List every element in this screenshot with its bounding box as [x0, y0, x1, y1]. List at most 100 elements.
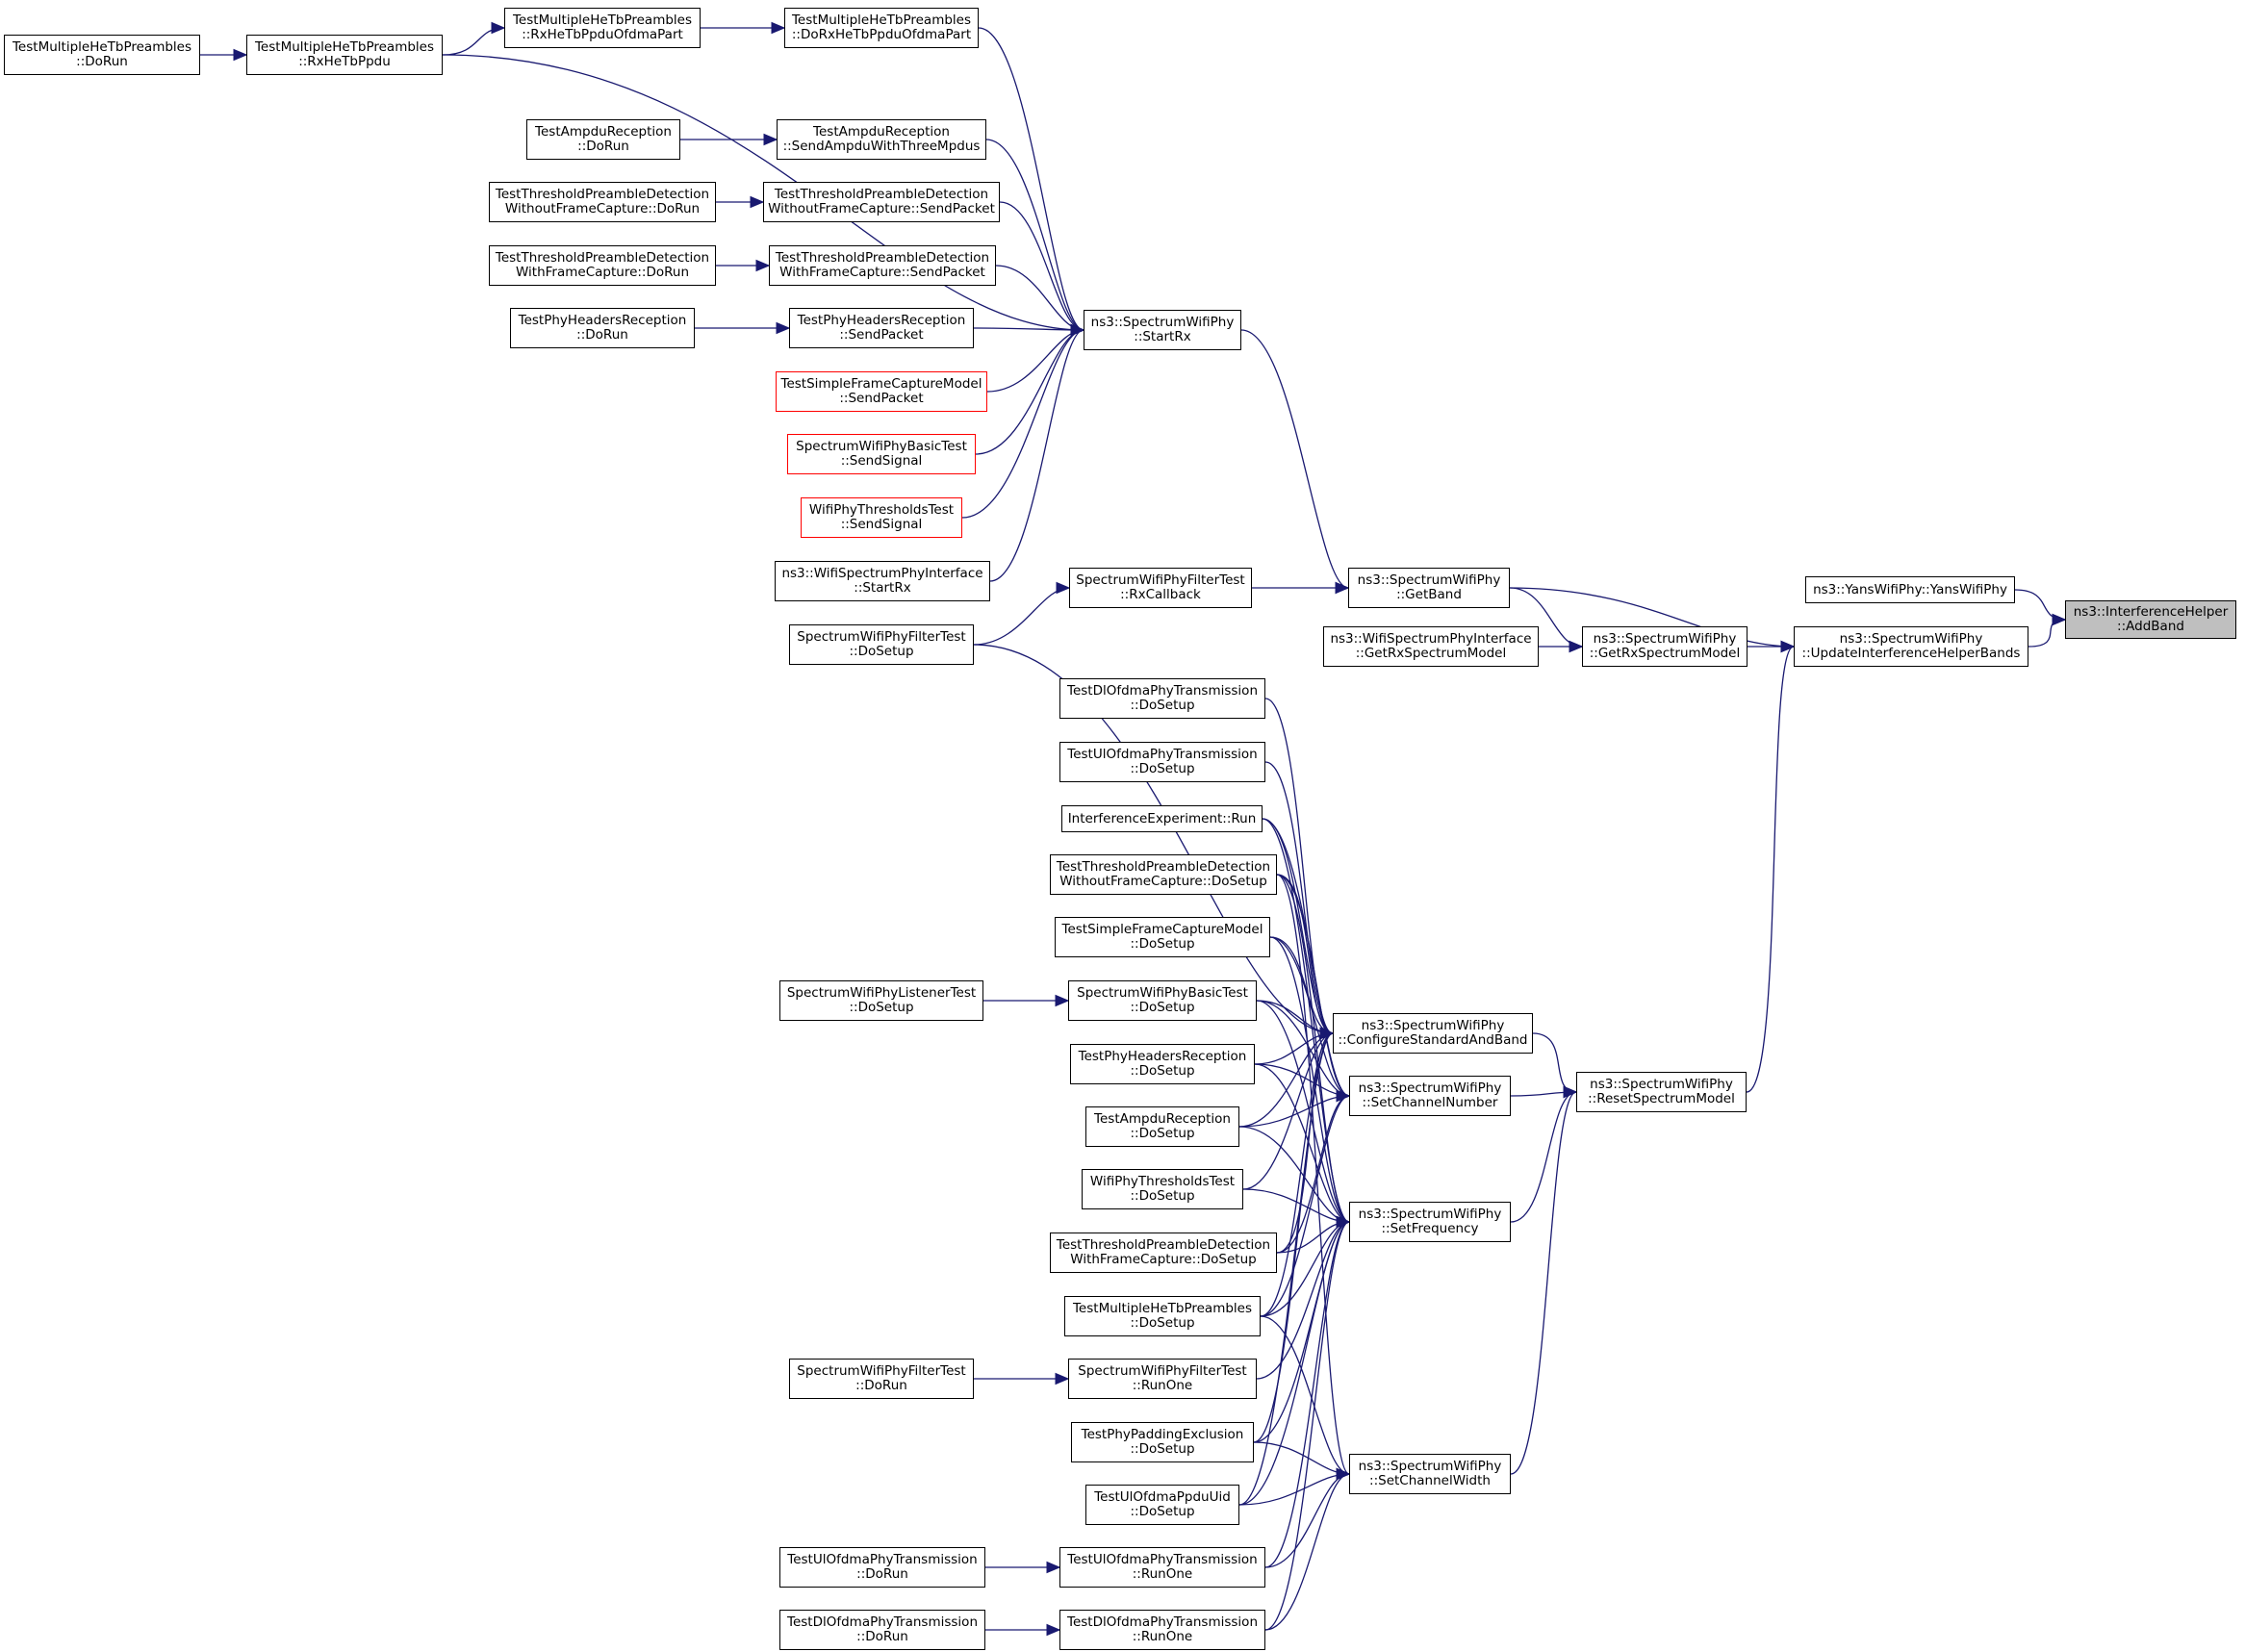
node-label-line: ::DoSetup: [849, 644, 914, 659]
node-label-line: ::RunOne: [1132, 1629, 1193, 1644]
node-setchnum[interactable]: ns3::SpectrumWifiPhy::SetChannelNumber: [1349, 1076, 1511, 1116]
node-sfcsend[interactable]: TestSimpleFrameCaptureModel::SendPacket: [776, 371, 987, 412]
node-label-line: WifiPhyThresholdsTest: [808, 502, 955, 518]
node-label-line: ns3::YansWifiPhy::YansWifiPhy: [1813, 581, 2007, 597]
edge-arrowhead: [233, 48, 248, 62]
node-label-line: ::SendSignal: [840, 453, 923, 469]
node-label-line: TestMultipleHeTbPreambles: [254, 39, 435, 55]
node-label-line: ::DoSetup: [1130, 1441, 1195, 1457]
node-basicsend[interactable]: SpectrumWifiPhyBasicTest::SendSignal: [787, 434, 976, 474]
node-getrxsm[interactable]: ns3::SpectrumWifiPhy::GetRxSpectrumModel: [1582, 626, 1748, 667]
node-resetsm[interactable]: ns3::SpectrumWifiPhy::ResetSpectrumModel: [1576, 1072, 1747, 1112]
edge-setfreq-to-resetsm: [1510, 1091, 1577, 1223]
edge-arrowhead: [2052, 613, 2067, 626]
node-label-line: TestPhyHeadersReception: [797, 313, 966, 328]
node-hdrsend[interactable]: TestPhyHeadersReception::SendPacket: [789, 308, 974, 348]
edge-arrowhead: [771, 21, 786, 35]
node-thrds[interactable]: WifiPhyThresholdsTest::DoSetup: [1082, 1169, 1243, 1209]
node-rxcb[interactable]: SpectrumWifiPhyFilterTest::RxCallback: [1069, 568, 1252, 608]
node-ulofdmarunone[interactable]: TestUlOfdmaPhyTransmission::RunOne: [1059, 1547, 1265, 1588]
node-dlofdmarunone[interactable]: TestDlOfdmaPhyTransmission::RunOne: [1059, 1610, 1265, 1650]
edge-tpwods-to-setfreq: [1276, 874, 1350, 1223]
node-filterdosetup[interactable]: SpectrumWifiPhyFilterTest::DoSetup: [789, 624, 974, 665]
node-ulpuidds[interactable]: TestUlOfdmaPpduUid::DoSetup: [1085, 1485, 1239, 1525]
node-sfcds[interactable]: TestSimpleFrameCaptureModel::DoSetup: [1055, 917, 1270, 957]
node-label-line: WithoutFrameCapture::DoRun: [504, 201, 701, 216]
node-label-line: TestUlOfdmaPhyTransmission: [1067, 1552, 1258, 1567]
node-label-line: ::RunOne: [1132, 1566, 1193, 1582]
node-ampduds[interactable]: TestAmpduReception::DoSetup: [1085, 1106, 1239, 1147]
node-label-line: ::StartRx: [854, 580, 911, 596]
node-label-line: TestThresholdPreambleDetection: [1056, 859, 1271, 875]
node-confstd[interactable]: ns3::SpectrumWifiPhy::ConfigureStandardA…: [1333, 1013, 1533, 1054]
edge-arrowhead: [1336, 1467, 1351, 1481]
node-setchw[interactable]: ns3::SpectrumWifiPhy::SetChannelWidth: [1349, 1454, 1511, 1494]
node-dlofdmadorun[interactable]: TestDlOfdmaPhyTransmission::DoRun: [779, 1610, 985, 1650]
node-setfreq[interactable]: ns3::SpectrumWifiPhy::SetFrequency: [1349, 1202, 1511, 1242]
edge-arrowhead: [1780, 640, 1796, 653]
node-label-line: ::GetBand: [1396, 587, 1462, 602]
node-label-line: ::SendPacket: [839, 391, 924, 406]
node-label-line: ::DoRun: [576, 327, 628, 343]
node-startrx[interactable]: ns3::SpectrumWifiPhy::StartRx: [1084, 310, 1241, 350]
node-listenerds[interactable]: SpectrumWifiPhyListenerTest::DoSetup: [779, 980, 983, 1021]
node-ierun[interactable]: InterferenceExperiment::Run: [1061, 805, 1263, 832]
edge-arrowhead: [1070, 323, 1085, 337]
node-ulofdmads[interactable]: TestUlOfdmaPhyTransmission::DoSetup: [1059, 742, 1265, 782]
node-ulofdmadorun[interactable]: TestUlOfdmaPhyTransmission::DoRun: [779, 1547, 985, 1588]
edge-setchw-to-resetsm: [1510, 1091, 1577, 1475]
node-thrsend[interactable]: WifiPhyThresholdsTest::SendSignal: [801, 497, 962, 538]
edge-arrowhead: [1056, 581, 1071, 595]
node-label-line: ::DoSetup: [1130, 761, 1195, 776]
node-yans[interactable]: ns3::YansWifiPhy::YansWifiPhy: [1805, 576, 2015, 603]
node-label-line: ::SendAmpduWithThreeMpdus: [782, 139, 981, 154]
node-label-line: ::UpdateInterferenceHelperBands: [1801, 646, 2021, 661]
edge-basicds-to-setfreq: [1256, 1000, 1350, 1223]
edge-thrds-to-confstd: [1242, 1032, 1334, 1190]
node-label-line: TestDlOfdmaPhyTransmission: [1067, 683, 1258, 699]
node-dlofdmads[interactable]: TestDlOfdmaPhyTransmission::DoSetup: [1059, 678, 1265, 719]
node-mhrxofdma[interactable]: TestMultipleHeTbPreambles::RxHeTbPpduOfd…: [504, 8, 701, 48]
node-label-line: ns3::WifiSpectrumPhyInterface: [1330, 631, 1532, 647]
node-ampdudorun[interactable]: TestAmpduReception::DoRun: [526, 119, 680, 160]
edge-mhds-to-confstd: [1260, 1032, 1334, 1317]
node-label-line: SpectrumWifiPhyBasicTest: [796, 439, 967, 454]
node-updbands[interactable]: ns3::SpectrumWifiPhy::UpdateInterference…: [1794, 626, 2028, 667]
node-getband[interactable]: ns3::SpectrumWifiPhy::GetBand: [1348, 568, 1510, 608]
edge-ulpuidds-to-setchw: [1238, 1473, 1350, 1506]
node-addband[interactable]: ns3::InterferenceHelper::AddBand: [2065, 600, 2236, 639]
node-wspigetrx[interactable]: ns3::WifiSpectrumPhyInterface::GetRxSpec…: [1323, 626, 1539, 667]
node-hdrds[interactable]: TestPhyHeadersReception::DoSetup: [1070, 1044, 1255, 1084]
node-label-line: ::DoSetup: [1130, 936, 1195, 952]
node-ampdusend[interactable]: TestAmpduReception::SendAmpduWithThreeMp…: [777, 119, 986, 160]
edge-arrowhead: [1055, 1372, 1070, 1385]
node-label-line: TestThresholdPreambleDetection: [1056, 1237, 1271, 1253]
node-label-line: ::DoRun: [856, 1629, 908, 1644]
node-label-line: TestThresholdPreambleDetection: [774, 187, 989, 202]
node-mhdorun[interactable]: TestMultipleHeTbPreambles::DoRun: [4, 35, 200, 75]
edge-getband-to-updbands: [1509, 587, 1795, 648]
node-mhrxhetb[interactable]: TestMultipleHeTbPreambles::RxHeTbPpdu: [246, 35, 443, 75]
node-wspistartrx[interactable]: ns3::WifiSpectrumPhyInterface::StartRx: [775, 561, 990, 601]
node-mhdorxofdma[interactable]: TestMultipleHeTbPreambles::DoRxHeTbPpduO…: [784, 8, 979, 48]
node-padds[interactable]: TestPhyPaddingExclusion::DoSetup: [1071, 1422, 1254, 1462]
node-label-line: InterferenceExperiment::Run: [1067, 810, 1257, 826]
node-filterdorun[interactable]: SpectrumWifiPhyFilterTest::DoRun: [789, 1359, 974, 1399]
node-mhds[interactable]: TestMultipleHeTbPreambles::DoSetup: [1064, 1296, 1261, 1336]
node-filterrunone[interactable]: SpectrumWifiPhyFilterTest::RunOne: [1068, 1359, 1257, 1399]
node-label-line: ::DoSetup: [1130, 1188, 1195, 1204]
node-hdrdorun[interactable]: TestPhyHeadersReception::DoRun: [510, 308, 695, 348]
edge-arrowhead: [1046, 1561, 1061, 1574]
node-label-line: TestPhyHeadersReception: [1078, 1049, 1247, 1064]
node-basicds[interactable]: SpectrumWifiPhyBasicTest::DoSetup: [1068, 980, 1257, 1021]
edge-sfcds-to-setfreq: [1269, 936, 1350, 1223]
node-label-line: TestMultipleHeTbPreambles: [791, 13, 972, 28]
node-label-line: ::DoSetup: [1130, 1063, 1195, 1079]
